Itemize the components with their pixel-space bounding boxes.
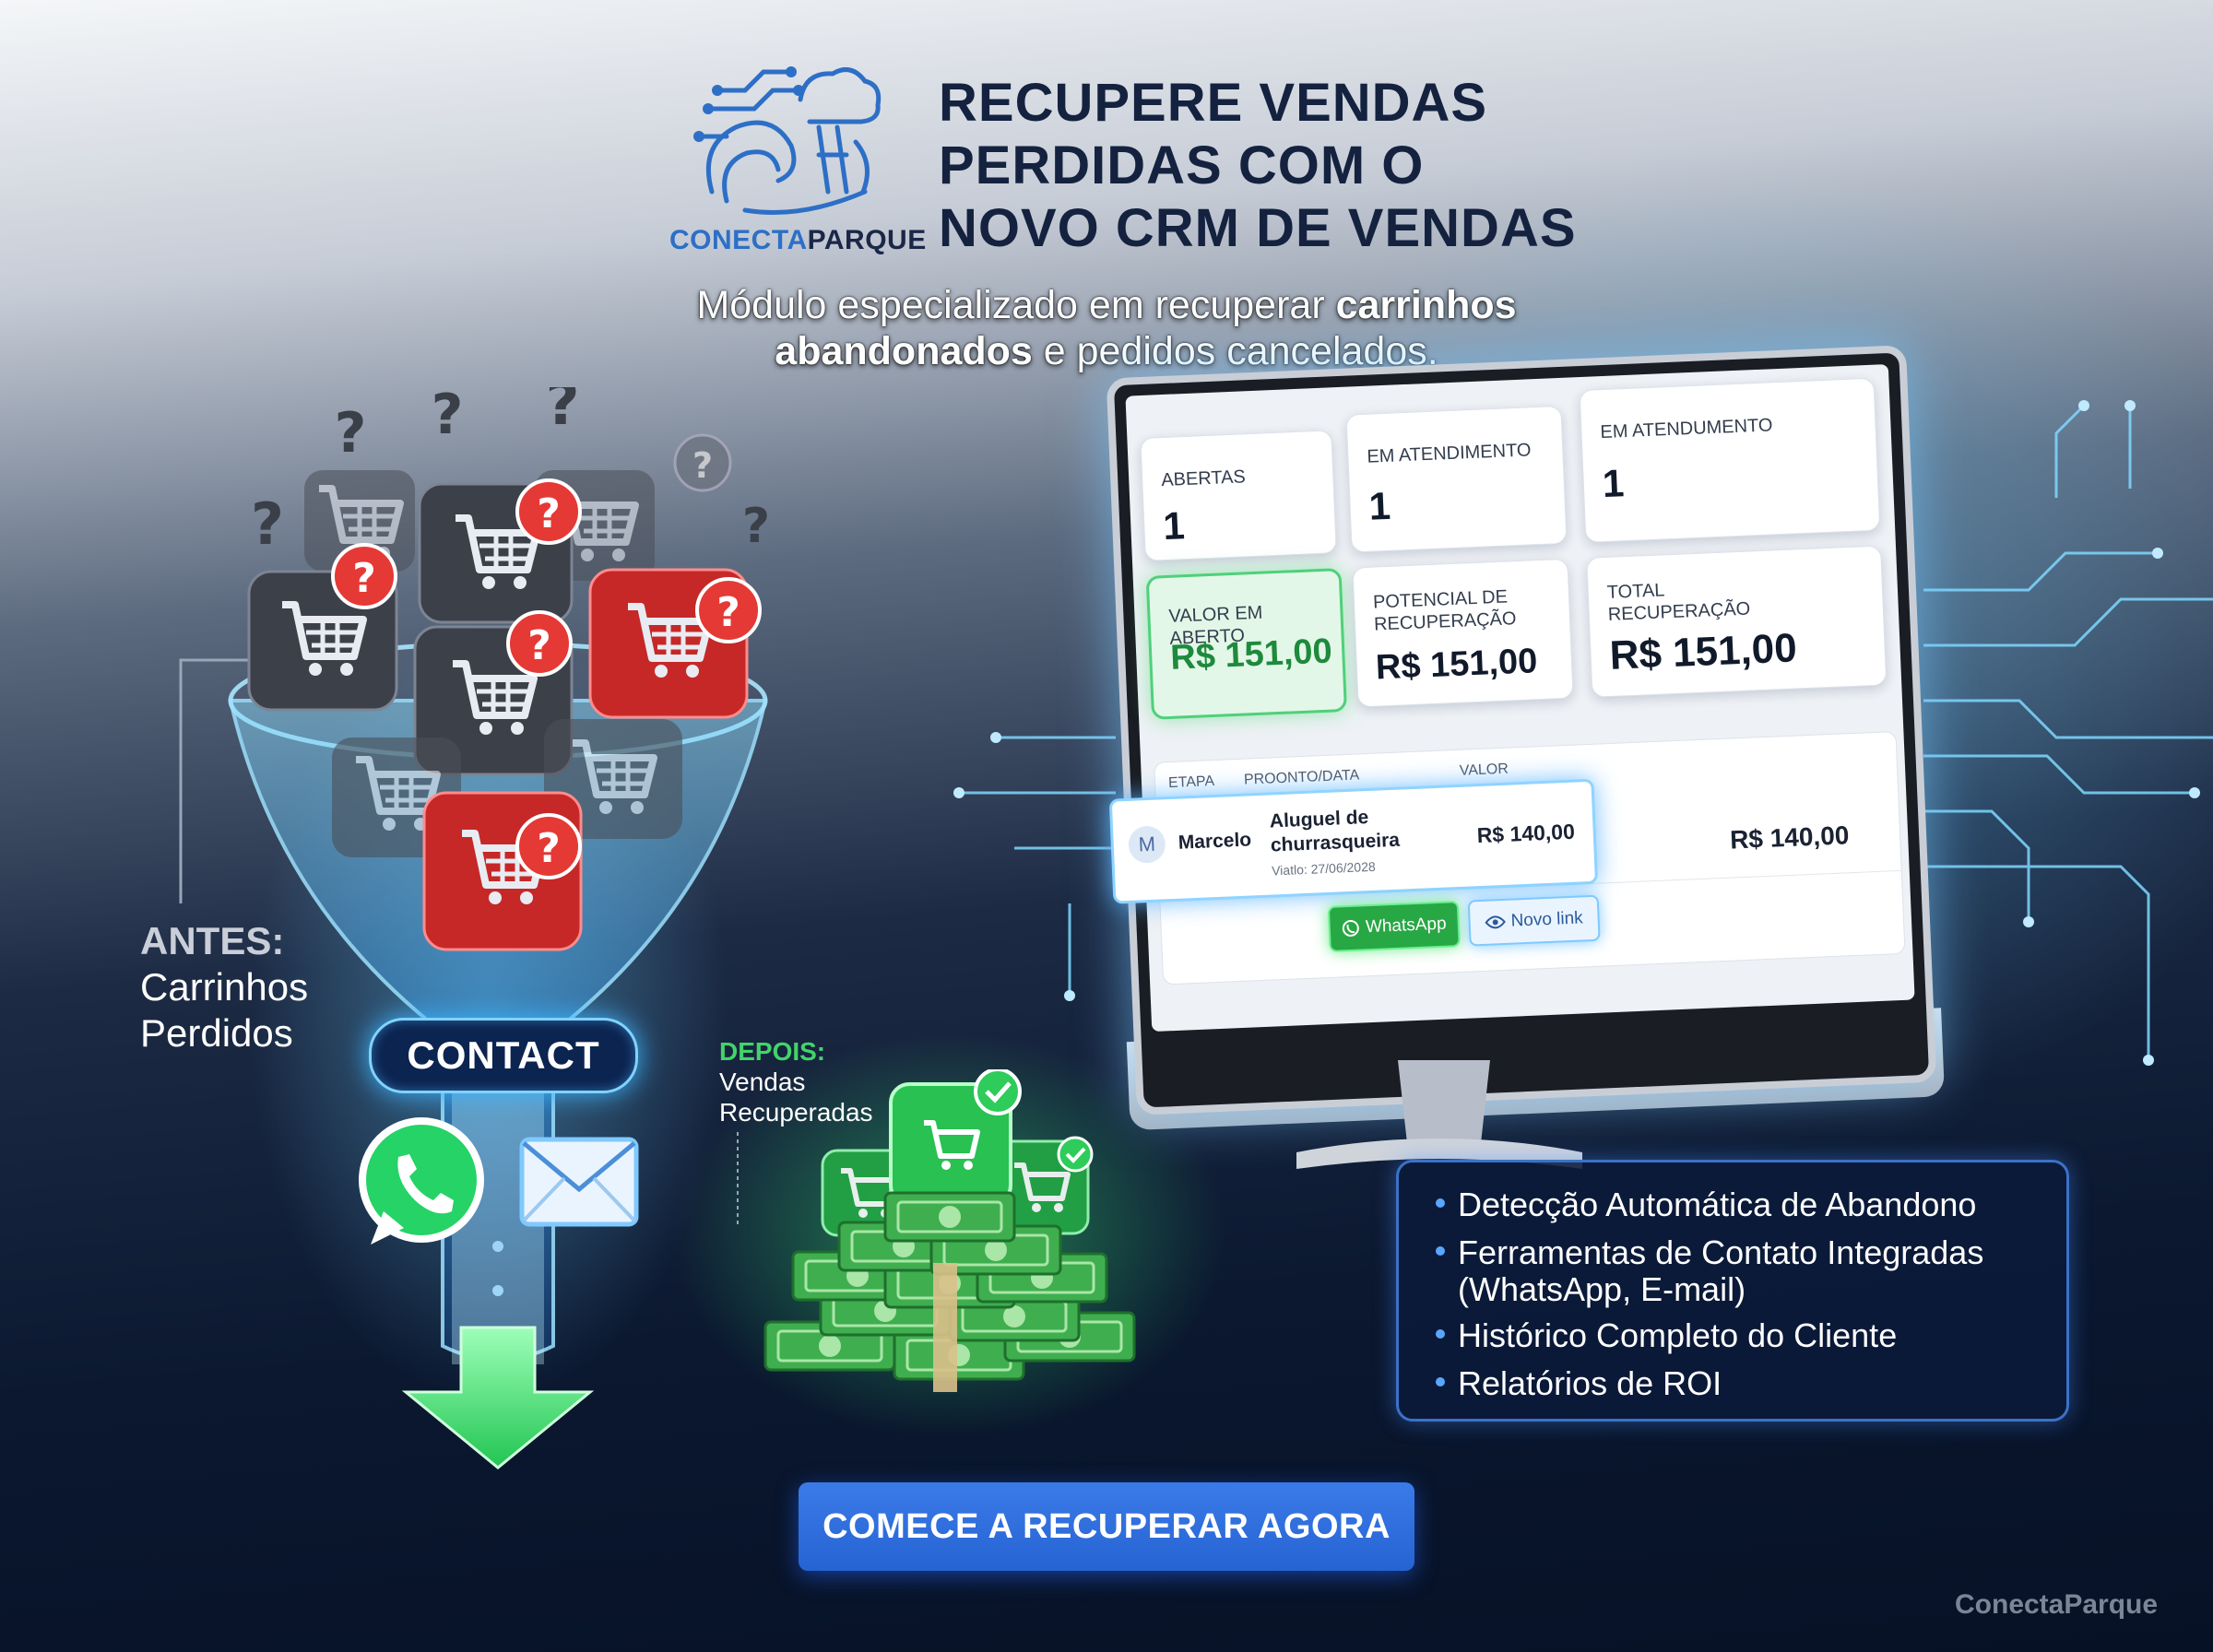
after-label-title: DEPOIS:	[719, 1037, 826, 1066]
brand-part2: PARQUE	[807, 225, 927, 255]
whatsapp-button-label: WhatsApp	[1365, 914, 1447, 938]
stat-card-in-service-2[interactable]: EM ATENDUMENTO 1	[1579, 377, 1881, 543]
stat-card-in-service[interactable]: EM ATENDIMENTO 1	[1345, 405, 1568, 553]
stat-label: ABERTAS	[1160, 466, 1247, 491]
list-item: Detecção Automática de Abandono	[1436, 1186, 1976, 1223]
bullet-icon	[1436, 1377, 1445, 1387]
envelope-icon	[519, 1137, 639, 1227]
svg-text:?: ?	[716, 589, 740, 636]
after-label: DEPOIS: Vendas Recuperadas	[719, 1036, 873, 1127]
stat-label-line1: TOTAL	[1606, 580, 1665, 603]
subtitle-bold2: abandonados	[775, 329, 1033, 373]
product-date: Viatlo: 27/06/2028	[1271, 858, 1377, 879]
avatar: M	[1128, 825, 1166, 864]
circuit-lines-right	[959, 404, 2213, 1060]
stat-label-line2: RECUPERAÇÃO	[1373, 608, 1517, 635]
before-label-line1: Carrinhos	[140, 965, 309, 1009]
money-stack-icon	[763, 1191, 1136, 1392]
svg-text:?: ?	[692, 445, 713, 486]
page-title-line2: PERDIDAS COM O	[939, 136, 1425, 195]
brand-part1: CONECTA	[669, 225, 808, 255]
eye-icon	[1485, 915, 1506, 929]
feature-text: Detecção Automática de Abandono	[1458, 1186, 1977, 1223]
after-label-line2: Recuperadas	[719, 1098, 873, 1127]
before-label-title: ANTES:	[140, 919, 285, 962]
svg-text:?: ?	[537, 825, 561, 872]
contact-pill: CONTACT	[369, 1018, 638, 1093]
crm-monitor: ABERTAS 1 EM ATENDIMENTO 1 EM ATENDUMENT…	[1106, 345, 1946, 1131]
bullet-icon	[1436, 1246, 1445, 1257]
before-label-line2: Perdidos	[140, 1011, 293, 1055]
svg-text:?: ?	[335, 401, 367, 466]
svg-text:?: ?	[742, 499, 770, 554]
feature-text: Histórico Completo do Cliente	[1458, 1316, 1898, 1354]
svg-text:?: ?	[251, 490, 284, 558]
cta-button[interactable]: COMECE A RECUPERAR AGORA	[799, 1482, 1414, 1571]
table-row-value: R$ 140,00	[1729, 820, 1850, 855]
stat-value: 1	[1162, 503, 1186, 549]
list-item-continuation: (WhatsApp, E-mail)	[1458, 1270, 1746, 1308]
after-label-line1: Vendas	[719, 1068, 806, 1096]
page-title-line1: RECUPERE VENDAS	[939, 73, 1488, 133]
whatsapp-icon	[1343, 919, 1360, 937]
brand-wordmark: CONECTAPARQUE	[669, 225, 927, 256]
new-link-button-label: Novo link	[1510, 908, 1584, 931]
feature-text: Relatórios de ROI	[1458, 1364, 1722, 1402]
stat-value: 1	[1601, 461, 1626, 506]
bullet-icon	[1436, 1198, 1445, 1209]
lost-carts-cluster: ? ? ? ? ? ? ? ? ? ? ?	[247, 387, 770, 951]
customer-name: Marcelo	[1178, 829, 1252, 854]
subtitle: Módulo especializado em recuperar carrin…	[590, 282, 1623, 374]
recovered-sales-illustration	[763, 1069, 1136, 1392]
footer-brand: ConectaParque	[1955, 1589, 2159, 1620]
svg-text:?: ?	[352, 555, 376, 602]
stat-label: EM ATENDUMENTO	[1600, 415, 1773, 443]
subtitle-part1: Módulo especializado em recuperar	[696, 283, 1336, 327]
svg-text:?: ?	[545, 387, 579, 439]
features-list: Detecção Automática de Abandono Ferramen…	[1396, 1160, 2069, 1422]
stat-label: EM ATENDIMENTO	[1366, 440, 1532, 467]
stat-value: 1	[1367, 483, 1392, 528]
stat-card-open[interactable]: ABERTAS 1	[1140, 430, 1337, 561]
subtitle-part2: e pedidos cancelados.	[1032, 329, 1438, 373]
brand-logo-icon	[693, 66, 882, 215]
page-title-line3: NOVO CRM DE VENDAS	[939, 198, 1577, 258]
svg-text:?: ?	[537, 490, 561, 537]
product-name-line1: Aluguel de	[1269, 807, 1369, 832]
column-header-value[interactable]: VALOR	[1459, 761, 1509, 779]
list-item: Relatórios de ROI	[1436, 1365, 1722, 1402]
whatsapp-icon	[359, 1117, 484, 1245]
column-header-product-date[interactable]: PROONTO/DATA	[1243, 767, 1360, 788]
product-name-line2: churrasqueira	[1270, 829, 1401, 856]
before-label: ANTES: Carrinhos Perdidos	[140, 918, 308, 1056]
stat-value: R$ 151,00	[1375, 642, 1539, 688]
feature-text: Ferramentas de Contato Integradas	[1458, 1233, 1984, 1271]
list-item: Histórico Completo do Cliente	[1436, 1317, 1897, 1354]
svg-text:?: ?	[432, 387, 464, 447]
list-item: Ferramentas de Contato Integradas	[1436, 1234, 1983, 1271]
subtitle-bold1: carrinhos	[1335, 283, 1517, 327]
stat-label-line2: RECUPERAÇÃO	[1607, 598, 1751, 625]
down-arrow-icon	[401, 1326, 595, 1469]
bullet-icon	[1436, 1329, 1445, 1339]
whatsapp-button[interactable]: WhatsApp	[1327, 901, 1461, 952]
column-header-stage[interactable]: ETAPA	[1167, 773, 1215, 792]
stat-card-open-value[interactable]: VALOR EM ABERTO R$ 151,00	[1145, 568, 1347, 720]
new-link-button[interactable]: Novo link	[1467, 894, 1601, 947]
crm-dashboard-screen: ABERTAS 1 EM ATENDIMENTO 1 EM ATENDUMENT…	[1108, 363, 1915, 1032]
svg-text:?: ?	[527, 622, 551, 669]
row-value: R$ 140,00	[1476, 819, 1576, 848]
stat-value: R$ 151,00	[1608, 625, 1798, 678]
stat-value: R$ 151,00	[1169, 631, 1333, 678]
